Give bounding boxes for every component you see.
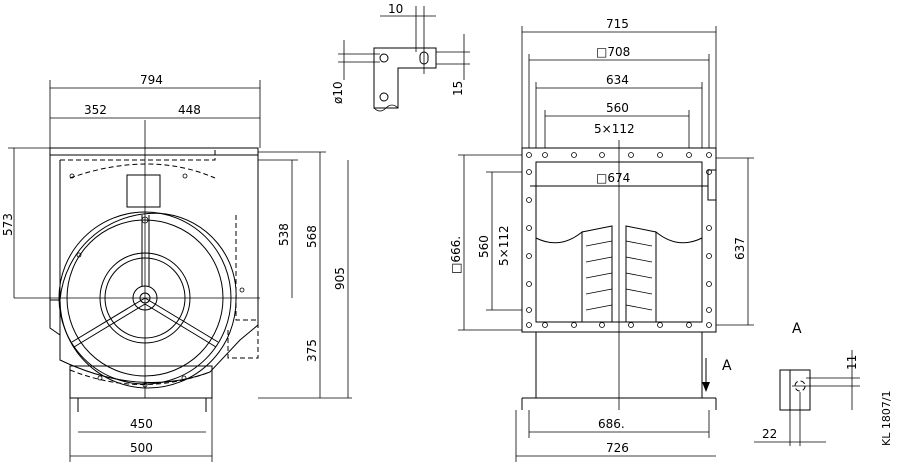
dimension-560-top: 560 5×112 [544,101,690,148]
dim-label-pitch-h: 5×112 [594,122,635,136]
dimension-375: 375 [305,298,321,398]
dimension-794: 794 [49,73,261,148]
dim-label-dia10: ø10 [331,81,345,104]
dimension-538: 538 [258,159,298,298]
dim-label-375: 375 [305,339,319,362]
dimension-500: 500 [69,398,213,462]
dimension-634: 634 [535,73,703,148]
dimension-674: □674 [536,171,702,187]
dimension-450: 450 [78,417,206,433]
dim-label-905: 905 [333,267,347,290]
dimension-715: 715 [521,17,717,148]
dim-label-560-left: 560 [477,235,491,258]
dimension-560-left: 560 5×112 [477,171,522,311]
bracket-outline [373,47,437,109]
dim-label-666: □666. [449,236,463,274]
housing-inner-dashed [59,150,259,359]
dim-label-708: □708 [596,45,630,59]
dim-label-352: 352 [84,103,107,117]
dim-label-500: 500 [130,441,153,455]
dim-label-538: 538 [277,223,291,246]
dim-label-15: 15 [451,81,465,96]
dim-label-573: 573 [1,213,15,236]
drawing-code: KL 1807/1 [880,390,893,446]
dim-label-11: 11 [845,355,859,370]
dim-label-637: 637 [733,237,747,260]
dimension-666: □666. [449,154,522,331]
side-view: 794 352 448 573 538 568 905 [1,73,352,462]
spoke [71,297,146,343]
dim-label-686: 686. [598,417,625,431]
section-a-detail: A 11 22 [754,321,860,446]
dimension-568: 568 [258,151,326,298]
section-title-label: A [792,321,802,337]
hole-detail: 10 ø10 15 [331,2,470,112]
housing-outline [49,147,259,384]
base-plate [69,365,213,399]
front-view: 715 □708 634 560 5×112 □674 [449,17,754,462]
dim-label-pitch-v: 5×112 [497,225,511,266]
dim-label-726: 726 [606,441,629,455]
scroll-casing [59,212,237,389]
dim-label-634: 634 [606,73,629,87]
dim-label-674: □674 [596,171,630,185]
flange-holes [526,152,712,328]
dimension-352-448: 352 448 [50,103,260,119]
dimension-573: 573 [1,147,50,298]
dim-label-715: 715 [606,17,629,31]
dimension-905: 905 [258,160,352,399]
section-arrow-label: A [722,358,732,374]
dimension-726: 726 [515,410,716,462]
dim-label-22: 22 [762,427,777,441]
dim-label-794: 794 [140,73,163,87]
dim-label-448: 448 [178,103,201,117]
section-arrow-a: A [702,358,732,392]
spoke [144,297,219,343]
dim-label-560-top: 560 [606,101,629,115]
section-profile [779,369,811,411]
dim-label-568: 568 [305,225,319,248]
motor-box [126,174,161,208]
dimension-637: 637 [716,157,754,326]
dimension-708: □708 [528,45,710,148]
dimension-686: 686. [528,410,710,438]
hole-10 [379,53,389,63]
dim-label-450: 450 [130,417,153,431]
impeller-blades [535,225,703,322]
dim-label-10: 10 [388,2,403,16]
